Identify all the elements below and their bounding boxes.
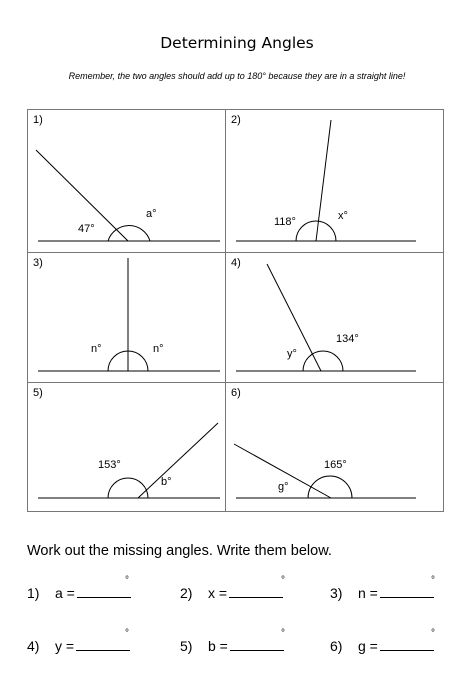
- answer-5-number: 5): [180, 638, 193, 654]
- answer-4-label: y =: [55, 638, 75, 654]
- problem-6: 6) g° 165°: [226, 383, 443, 511]
- problem-5: 5) 153° b°: [28, 383, 226, 511]
- problem-5-number: 5): [33, 387, 43, 399]
- answer-2-label: x =: [208, 585, 228, 601]
- worksheet-title: Determining Angles: [160, 34, 314, 52]
- problem-3-diagram: [38, 258, 220, 372]
- problem-3: 3) n° n°: [28, 253, 226, 383]
- answer-6: 6) g =: [330, 638, 434, 654]
- answer-6-blank[interactable]: [379, 638, 434, 651]
- problem-6-number: 6): [231, 387, 241, 399]
- answer-5-label: b =: [208, 638, 228, 654]
- problem-2-angle-label: 118°: [274, 216, 296, 228]
- answer-1: 1) a =: [27, 585, 131, 601]
- answer-6-number: 6): [330, 638, 343, 654]
- answer-3-blank[interactable]: [379, 585, 434, 598]
- answer-4-number: 4): [27, 638, 40, 654]
- problem-2-unknown-label: x°: [338, 210, 348, 222]
- problem-1-number: 1): [33, 114, 43, 126]
- answer-5-degree: °: [281, 628, 285, 639]
- problem-1-diagram: [35, 149, 220, 242]
- problem-4-angle-label: 134°: [336, 333, 359, 345]
- answer-6-degree: °: [431, 628, 435, 639]
- problem-6-unknown-label: g°: [278, 481, 289, 493]
- problem-4-unknown-label: y°: [287, 348, 297, 360]
- problem-4: 4) y° 134°: [226, 253, 443, 383]
- problem-3-right-label: n°: [153, 343, 164, 355]
- problem-6-diagram: [233, 443, 416, 499]
- problem-3-number: 3): [33, 257, 43, 269]
- problem-5-unknown-label: b°: [161, 476, 172, 488]
- problem-2: 2) 118° x°: [226, 110, 443, 253]
- answer-1-label: a =: [55, 585, 75, 601]
- problem-3-left-label: n°: [91, 343, 102, 355]
- answer-4-degree: °: [125, 628, 129, 639]
- answer-5-blank[interactable]: [229, 638, 284, 651]
- answer-2-degree: °: [281, 575, 285, 586]
- answer-3: 3) n =: [330, 585, 434, 601]
- answer-1-blank[interactable]: [76, 585, 131, 598]
- problem-5-angle-label: 153°: [98, 459, 121, 471]
- problem-1: 1) 47° a°: [28, 110, 226, 253]
- answer-5: 5) b =: [180, 638, 284, 654]
- problem-4-number: 4): [231, 257, 241, 269]
- answer-4-blank[interactable]: [76, 638, 131, 651]
- problem-grid: 1) 47° a° 2) 118° x° 3) n° n° 4): [27, 109, 444, 512]
- problem-1-angle-label: 47°: [78, 223, 95, 235]
- answer-2-number: 2): [180, 585, 193, 601]
- answer-3-label: n =: [358, 585, 378, 601]
- problem-2-number: 2): [231, 114, 241, 126]
- worksheet-subtitle: Remember, the two angles should add up t…: [68, 71, 406, 81]
- answer-3-degree: °: [431, 575, 435, 586]
- answer-4: 4) y =: [27, 638, 131, 654]
- problem-6-angle-label: 165°: [324, 459, 347, 471]
- problem-1-unknown-label: a°: [146, 208, 157, 220]
- answer-2-blank[interactable]: [229, 585, 284, 598]
- answer-1-number: 1): [27, 585, 40, 601]
- problem-5-diagram: [38, 422, 220, 499]
- answer-1-degree: °: [125, 575, 129, 586]
- instruction-text: Work out the missing angles. Write them …: [27, 543, 332, 559]
- answer-6-label: g =: [358, 638, 378, 654]
- answer-3-number: 3): [330, 585, 343, 601]
- problem-4-diagram: [236, 263, 416, 372]
- problem-2-diagram: [236, 119, 416, 242]
- answer-2: 2) x =: [180, 585, 284, 601]
